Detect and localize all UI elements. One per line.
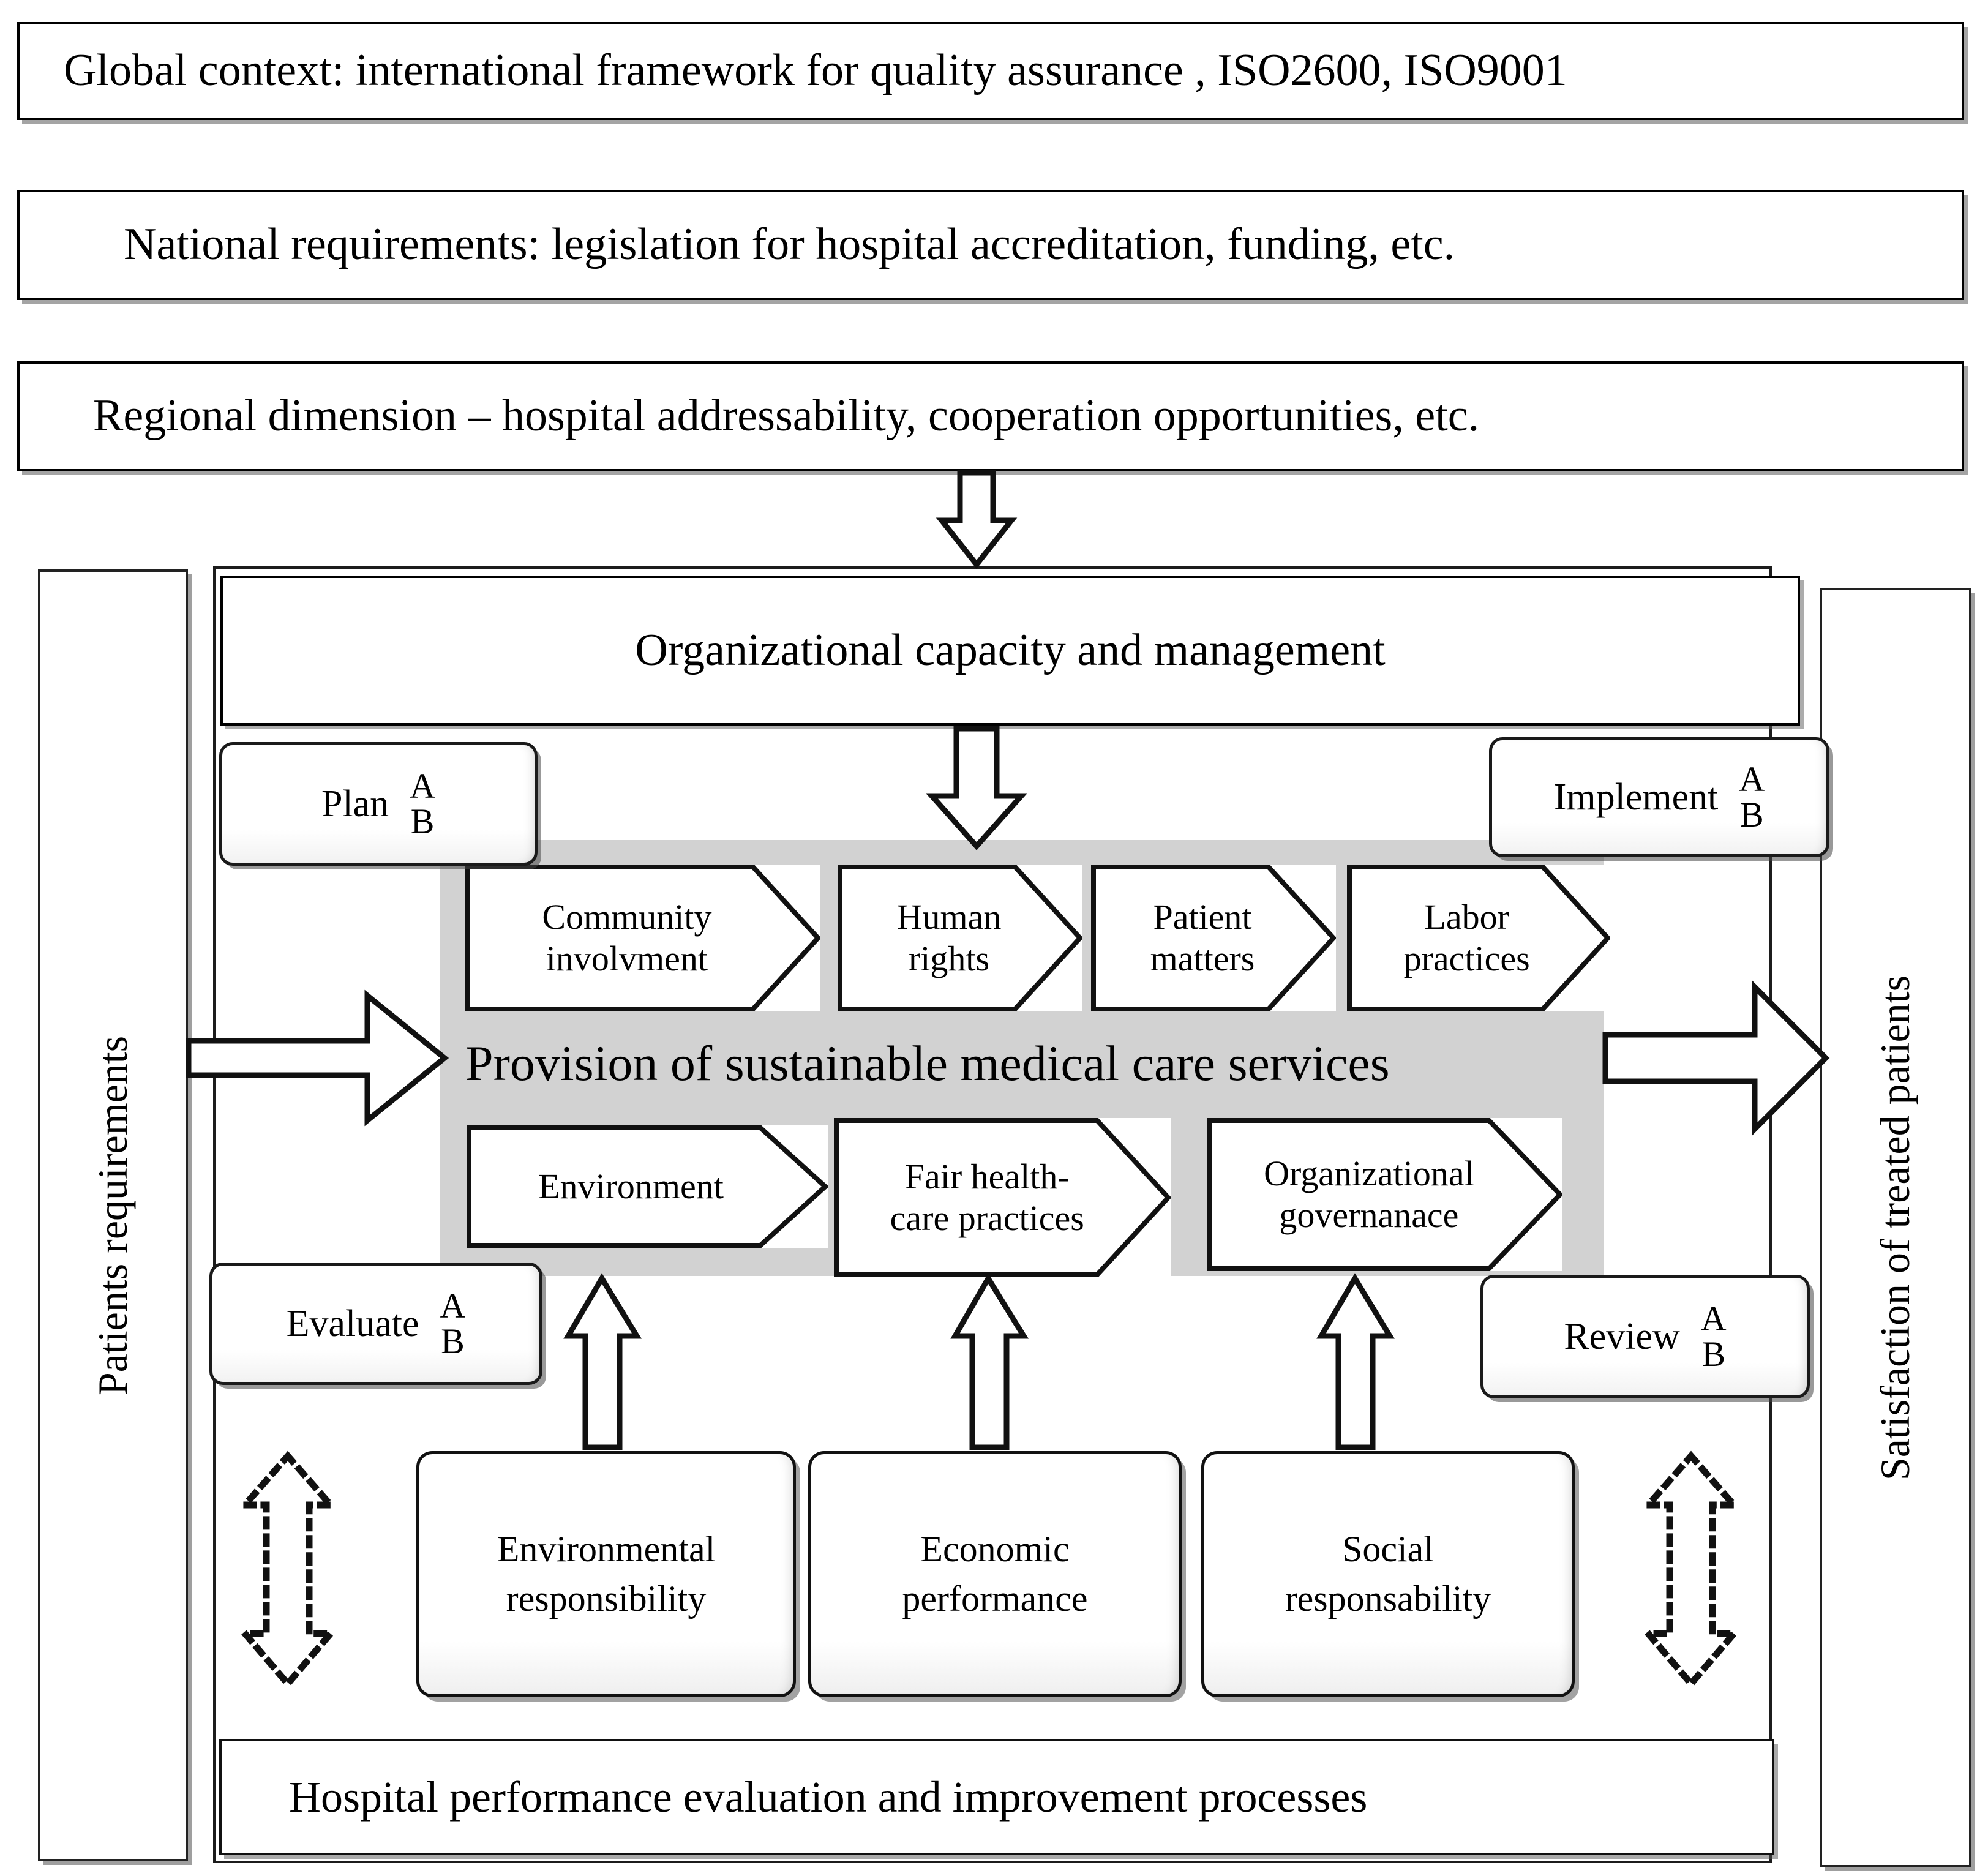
provision-label: Provision of sustainable medical care se… <box>465 1035 1390 1091</box>
pdca-box-review[interactable]: Review A B <box>1480 1275 1810 1398</box>
context-band-national-label: National requirements: legislation for h… <box>124 219 1455 270</box>
chevron-label: Human rights <box>896 896 1002 978</box>
chevron-community-involvement: Community involvment <box>465 865 820 1011</box>
chevron-label: Environment <box>538 1166 724 1206</box>
pillar-economic-performance: Economic performance <box>808 1451 1182 1697</box>
pdca-ab: A B <box>410 766 436 841</box>
chevron-human-rights: Human rights <box>838 865 1082 1011</box>
pdca-box-implement[interactable]: Implement A B <box>1489 737 1829 857</box>
chevron-shape <box>834 1118 1171 1277</box>
chevron-label: Labor practices <box>1403 896 1530 978</box>
chevron-environment: Environment <box>467 1125 828 1248</box>
chevron-label: Community involvment <box>542 896 712 978</box>
chevron-label: Patient matters <box>1150 896 1255 978</box>
pdca-ab: A B <box>440 1286 466 1361</box>
context-band-regional: Regional dimension – hospital addressabi… <box>17 361 1964 471</box>
pdca-label: Evaluate <box>286 1302 419 1345</box>
pillar-environmental-responsibility: Environmental responsibility <box>416 1451 796 1697</box>
right-panel-label: Satisfaction of treated patients <box>1872 975 1919 1480</box>
context-band-global: Global context: international framework … <box>17 22 1964 120</box>
pillar-social-responsability: Social responsability <box>1201 1451 1575 1697</box>
chevron-shape <box>1347 865 1610 1011</box>
pdca-label: Review <box>1564 1315 1680 1357</box>
organizational-capacity-box: Organizational capacity and management <box>220 576 1800 726</box>
chevron-shape <box>465 865 820 1011</box>
chevron-organizational-governance: Organizational governanace <box>1207 1118 1562 1271</box>
pdca-label: Implement <box>1553 776 1719 818</box>
organizational-capacity-label: Organizational capacity and management <box>635 625 1386 675</box>
hospital-performance-bar: Hospital performance evaluation and impr… <box>219 1739 1774 1855</box>
context-band-regional-label: Regional dimension – hospital addressabi… <box>93 391 1480 441</box>
chevron-patient-matters: Patient matters <box>1091 865 1336 1011</box>
pdca-ab: A B <box>1700 1299 1727 1374</box>
pillar-label: Social responsability <box>1285 1529 1491 1619</box>
left-panel-label: Patients requirements <box>89 1035 137 1395</box>
chevron-shape <box>838 865 1082 1011</box>
hospital-performance-label: Hospital performance evaluation and impr… <box>289 1772 1368 1822</box>
chevron-shape <box>467 1125 828 1248</box>
context-band-global-label: Global context: international framework … <box>64 45 1567 96</box>
arrow-down-regional-to-management <box>936 470 1018 569</box>
chevron-labor-practices: Labor practices <box>1347 865 1610 1011</box>
pdca-label: Plan <box>321 782 389 825</box>
pillar-label: Economic performance <box>902 1529 1088 1619</box>
context-band-national: National requirements: legislation for h… <box>17 190 1964 300</box>
chevron-label: Organizational governanace <box>1264 1153 1474 1235</box>
chevron-fair-healthcare-practices: Fair health- care practices <box>834 1118 1171 1277</box>
chevron-shape <box>1207 1118 1562 1271</box>
pdca-box-evaluate[interactable]: Evaluate A B <box>209 1263 542 1385</box>
pdca-ab: A B <box>1739 759 1765 835</box>
pdca-box-plan[interactable]: Plan A B <box>219 742 538 866</box>
right-panel-satisfaction: Satisfaction of treated patients <box>1820 588 1971 1867</box>
left-panel-patients-requirements: Patients requirements <box>38 569 188 1861</box>
chevron-label: Fair health- care practices <box>890 1156 1084 1238</box>
chevron-shape <box>1091 865 1336 1011</box>
pillar-label: Environmental responsibility <box>497 1529 716 1619</box>
